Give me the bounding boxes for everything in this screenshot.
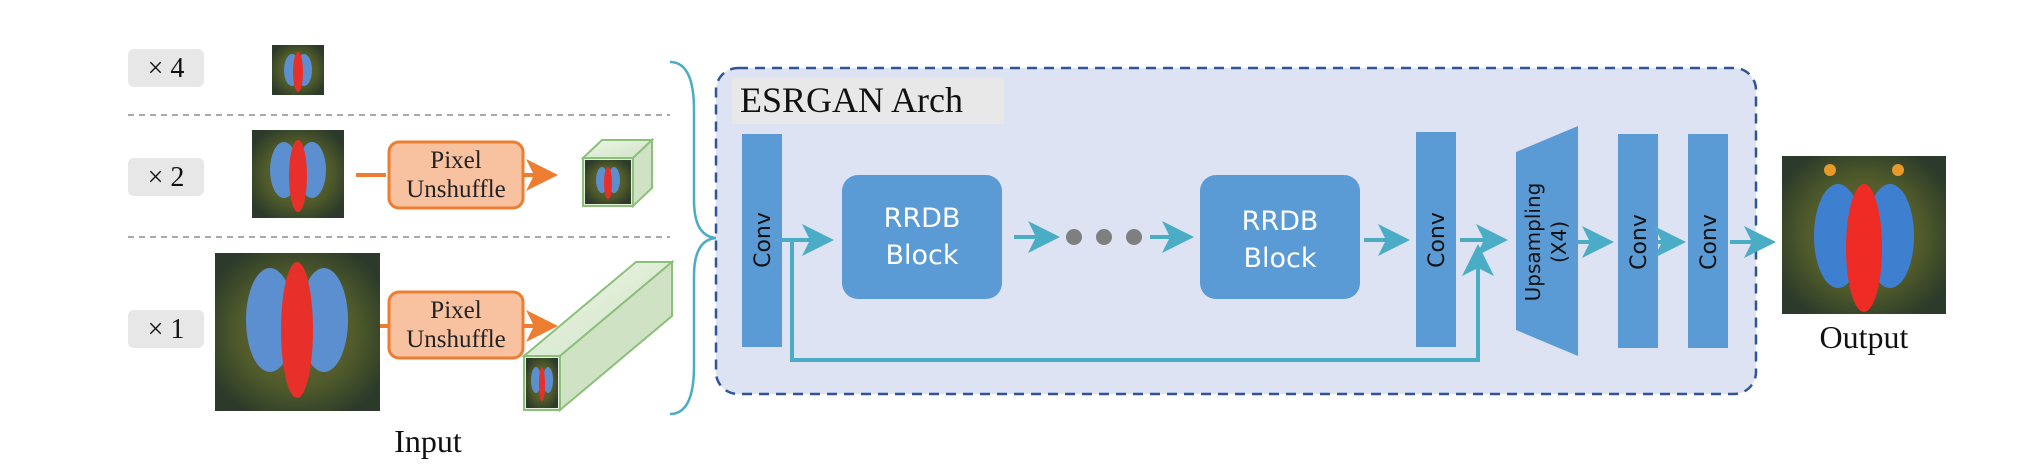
svg-text:Unshuffle: Unshuffle xyxy=(406,176,506,203)
output-label: Output xyxy=(1820,319,1909,355)
mandrill-image-x1 xyxy=(215,253,380,411)
grouping-brace xyxy=(669,60,719,416)
pixel-unshuffle-box: Pixel Unshuffle xyxy=(387,290,525,360)
scale-tag-x2: × 2 xyxy=(128,158,204,196)
mandrill-image-x4 xyxy=(272,45,324,95)
scale-label: × 2 xyxy=(148,162,185,193)
arch-title-bg xyxy=(732,78,1004,124)
upsampling-block: Upsampling (X4) xyxy=(1516,126,1578,356)
conv-block-1: Conv xyxy=(742,134,782,347)
conv-block-3: Conv xyxy=(1618,134,1658,348)
svg-text:Pixel: Pixel xyxy=(430,147,481,174)
skip-connection-arrow xyxy=(790,240,1494,362)
scale-tag-x4: × 4 xyxy=(128,49,204,87)
svg-text:Block: Block xyxy=(885,240,958,271)
ellipsis-dots xyxy=(1066,229,1142,245)
rrdb-block-1: RRDB Block xyxy=(842,175,1002,299)
svg-text:Upsampling: Upsampling xyxy=(1521,183,1545,302)
output-mandrill-image xyxy=(1782,156,1946,314)
pixel-unshuffle-box: Pixel Unshuffle xyxy=(387,140,525,210)
svg-text:Pixel: Pixel xyxy=(430,297,481,324)
svg-text:RRDB: RRDB xyxy=(1242,206,1319,237)
svg-text:(X4): (X4) xyxy=(1547,221,1571,263)
svg-text:Conv: Conv xyxy=(1697,214,1722,270)
svg-text:Unshuffle: Unshuffle xyxy=(406,326,506,353)
svg-text:Conv: Conv xyxy=(1425,212,1450,268)
tensor-prism-x1 xyxy=(521,259,675,413)
tensor-cube-x2 xyxy=(580,137,655,209)
scale-tag-x1: × 1 xyxy=(128,310,204,348)
mandrill-image-x2 xyxy=(252,130,344,218)
svg-text:Conv: Conv xyxy=(1627,214,1652,270)
scale-label: × 1 xyxy=(148,314,185,345)
svg-text:RRDB: RRDB xyxy=(884,203,961,234)
svg-text:Conv: Conv xyxy=(751,212,776,268)
input-label: Input xyxy=(394,423,462,459)
scale-label: × 4 xyxy=(148,53,185,84)
rrdb-block-2: RRDB Block xyxy=(1200,175,1360,299)
arch-title: ESRGAN Arch xyxy=(740,80,963,120)
svg-text:Block: Block xyxy=(1243,243,1316,274)
conv-block-4: Conv xyxy=(1688,134,1728,348)
conv-block-2: Conv xyxy=(1416,132,1456,347)
